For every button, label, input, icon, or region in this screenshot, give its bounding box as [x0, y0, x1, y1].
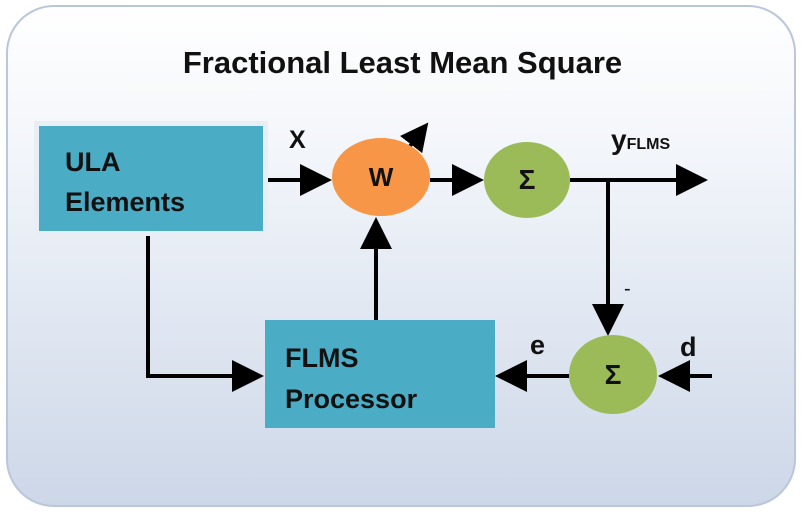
signal-minus-label: -	[624, 278, 631, 300]
flms-label-line2: Processor	[285, 384, 418, 414]
signal-e-label: e	[530, 330, 546, 360]
arrow-ula-to-flms	[146, 236, 264, 392]
signal-y-label: yFLMS	[611, 124, 670, 156]
weight-node: W	[332, 138, 430, 216]
summer-node-bottom: Σ	[569, 335, 657, 414]
flms-processor-block: FLMS Processor	[265, 320, 495, 428]
diagram-title: Fractional Least Mean Square	[182, 45, 623, 80]
adaptive-weight-arrow	[400, 122, 429, 154]
summer-node-top: Σ	[484, 142, 570, 218]
flms-label-line1: FLMS	[285, 343, 359, 373]
signal-y-main: y	[611, 124, 627, 155]
ula-label-line2: Elements	[65, 187, 186, 217]
ula-label-line1: ULA	[65, 147, 121, 177]
signal-y-subscript: FLMS	[626, 136, 671, 153]
signal-x-label: X	[289, 126, 306, 154]
ula-elements-block: ULA Elements	[34, 121, 268, 236]
signal-d-label: d	[680, 332, 697, 362]
